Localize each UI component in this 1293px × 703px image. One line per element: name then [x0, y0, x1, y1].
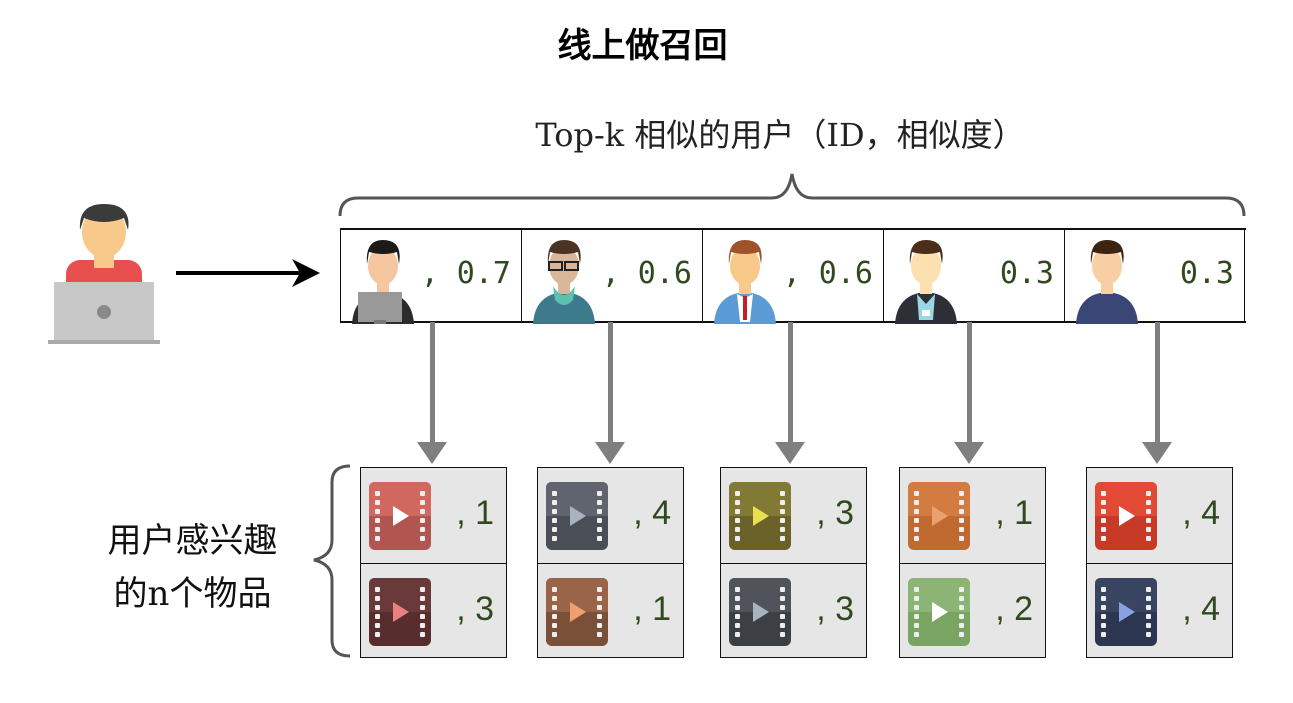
- item-score: , 4: [1182, 589, 1220, 628]
- item-score: , 3: [456, 589, 494, 628]
- item-score: , 1: [995, 494, 1033, 532]
- similarity-value: 0.3: [999, 256, 1054, 291]
- input-arrow: [176, 259, 320, 287]
- similar-user-cell: , 0.6: [521, 230, 702, 324]
- item-score: , 1: [456, 494, 494, 532]
- item-row: , 1: [361, 468, 506, 563]
- item-group: , 4 , 4: [1086, 467, 1233, 658]
- item-row: , 4: [1087, 468, 1232, 563]
- similar-users-row: , 0.7 , 0.6 , 0.6 0.3 0.3: [340, 228, 1246, 324]
- similarity-value: , 0.7: [420, 256, 511, 291]
- item-score: , 2: [995, 589, 1033, 628]
- item-row: , 4: [1087, 562, 1232, 658]
- item-group: , 3 , 3: [720, 467, 867, 658]
- similar-user-cell: 0.3: [1064, 230, 1245, 324]
- item-group: , 1 , 3: [360, 467, 507, 658]
- item-score: , 3: [816, 589, 854, 628]
- top-k-label: Top-k 相似的用户（ID，相似度）: [535, 116, 1025, 154]
- similarity-value: 0.3: [1179, 256, 1234, 291]
- item-score: , 1: [633, 589, 671, 628]
- similar-user-cell: , 0.7: [340, 230, 521, 324]
- left-brace: [313, 464, 351, 658]
- similar-user-cell: 0.3: [883, 230, 1064, 324]
- item-group: , 4 , 1: [537, 467, 684, 658]
- similarity-value: , 0.6: [601, 256, 692, 291]
- item-row: , 4: [538, 468, 683, 563]
- item-row: , 1: [900, 468, 1045, 563]
- label-line-1: 用户感兴趣: [107, 521, 278, 561]
- item-row: , 2: [900, 562, 1045, 658]
- top-brace: [338, 173, 1246, 217]
- item-score: , 3: [816, 494, 854, 532]
- label-line-2: 的n个物品: [113, 574, 272, 614]
- interested-items-label: 用户感兴趣 的n个物品: [80, 515, 305, 621]
- item-group: , 1 , 2: [899, 467, 1046, 658]
- item-score: , 4: [1182, 494, 1220, 532]
- item-row: , 3: [361, 562, 506, 658]
- item-row: , 3: [721, 468, 866, 563]
- diagram-title: 线上做召回: [557, 26, 728, 66]
- current-user-icon: [48, 204, 160, 344]
- similarity-value: , 0.6: [782, 256, 873, 291]
- item-row: , 3: [721, 562, 866, 658]
- similar-user-cell: , 0.6: [702, 230, 883, 324]
- item-row: , 1: [538, 562, 683, 658]
- item-score: , 4: [633, 494, 671, 532]
